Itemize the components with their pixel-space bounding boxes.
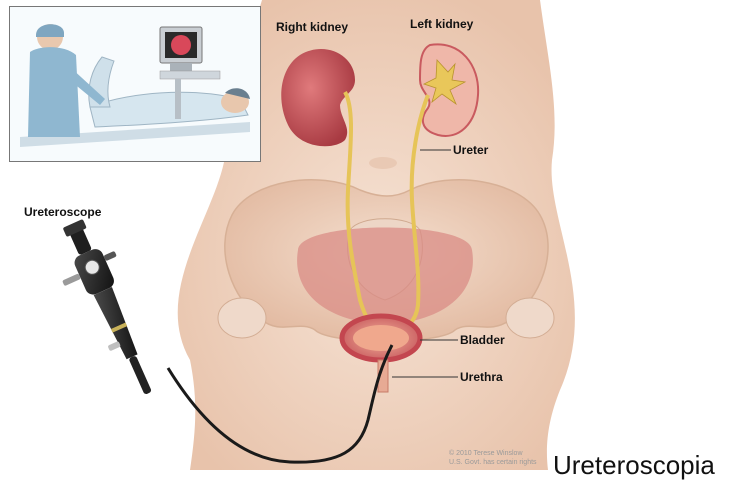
navel [369, 157, 397, 169]
label-right-kidney: Right kidney [276, 20, 348, 34]
label-urethra: Urethra [460, 370, 503, 384]
credit-line-2: U.S. Govt. has certain rights [449, 458, 537, 467]
left-hip-socket [218, 298, 266, 338]
label-left-kidney: Left kidney [410, 17, 473, 31]
caption: Ureteroscopia [553, 450, 715, 481]
surgery-inset [9, 6, 261, 162]
surgery-scene [10, 7, 260, 161]
credit-line-1: © 2010 Terese Winslow [449, 449, 537, 458]
ureteroscope-device [43, 212, 173, 406]
label-ureteroscope: Ureteroscope [24, 205, 101, 219]
label-bladder: Bladder [460, 333, 505, 347]
label-ureter: Ureter [453, 143, 488, 157]
right-hip-socket [506, 298, 554, 338]
copyright-credit: © 2010 Terese Winslow U.S. Govt. has cer… [449, 449, 537, 467]
right-kidney [281, 49, 355, 146]
